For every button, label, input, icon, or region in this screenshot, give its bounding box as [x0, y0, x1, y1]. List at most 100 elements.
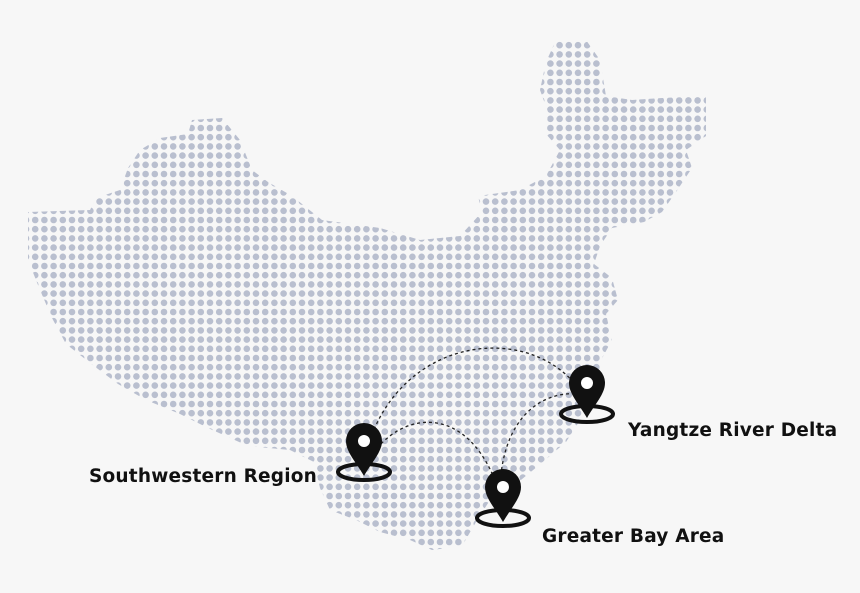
- map-dot: [335, 483, 343, 491]
- map-dot: [87, 152, 94, 159]
- map-dot: [372, 547, 379, 550]
- map-dot: [28, 391, 30, 399]
- map-dot: [657, 345, 665, 353]
- map-dot: [271, 216, 278, 224]
- map-dot: [28, 317, 30, 325]
- map-dot: [363, 33, 370, 40]
- map-dot: [455, 262, 462, 270]
- map-dot: [556, 308, 563, 316]
- map-dot: [436, 520, 444, 527]
- map-dot: [519, 170, 527, 178]
- map-dot: [363, 170, 370, 178]
- map-dot: [639, 299, 646, 307]
- map-dot: [151, 336, 159, 343]
- map-dot: [179, 170, 186, 178]
- map-dot: [390, 161, 398, 169]
- map-dot: [77, 60, 85, 67]
- map-dot: [473, 290, 481, 297]
- map-dot: [234, 520, 241, 527]
- map-dot: [666, 400, 674, 408]
- map-dot: [666, 207, 674, 215]
- map-dot: [87, 60, 94, 67]
- map-dot: [639, 400, 646, 408]
- map-dot: [123, 133, 131, 141]
- map-dot: [307, 198, 315, 205]
- map-dot: [169, 382, 177, 389]
- map-dot: [501, 547, 508, 550]
- map-dot: [519, 51, 527, 58]
- location-pin-greater-bay[interactable]: [475, 469, 531, 528]
- map-dot: [215, 244, 223, 251]
- map-dot: [629, 78, 637, 86]
- map-dot: [68, 345, 76, 353]
- map-dot: [620, 336, 628, 343]
- map-dot: [574, 271, 582, 279]
- map-dot: [464, 317, 471, 325]
- map-dot: [501, 400, 508, 408]
- location-pin-yangtze[interactable]: [559, 365, 615, 424]
- map-dot: [436, 51, 444, 58]
- map-dot: [418, 115, 425, 123]
- map-dot: [648, 290, 655, 297]
- map-dot: [271, 520, 278, 527]
- map-dot: [326, 170, 333, 178]
- map-dot: [501, 382, 508, 389]
- map-dot: [307, 547, 315, 550]
- map-dot: [298, 51, 306, 58]
- map-dot: [225, 538, 232, 546]
- map-dot: [105, 244, 113, 251]
- map-dot: [68, 382, 76, 389]
- map-dot: [657, 235, 665, 242]
- map-dot: [114, 354, 122, 362]
- map-dot: [280, 253, 287, 261]
- map-dot: [169, 207, 177, 215]
- map-dot: [188, 428, 195, 435]
- map-dot: [188, 299, 195, 307]
- map-dot: [160, 115, 168, 123]
- map-dot: [629, 290, 637, 297]
- map-dot: [445, 60, 453, 67]
- map-dot: [537, 161, 545, 169]
- map-dot: [390, 244, 398, 251]
- map-dot: [50, 244, 57, 251]
- map-dot: [105, 520, 113, 527]
- map-dot: [289, 446, 297, 454]
- map-dot: [694, 189, 701, 196]
- map-dot: [418, 33, 425, 40]
- map-dot: [381, 363, 389, 371]
- map-dot: [96, 198, 103, 205]
- map-dot: [445, 244, 453, 251]
- map-dot: [556, 225, 563, 233]
- map-dot: [179, 115, 186, 123]
- map-dot: [234, 253, 241, 261]
- map-dot: [188, 290, 195, 297]
- map-dot: [261, 336, 269, 343]
- map-dot: [694, 69, 701, 77]
- map-dot: [261, 492, 269, 500]
- map-dot: [335, 317, 343, 325]
- map-dot: [307, 152, 315, 159]
- map-dot: [353, 529, 361, 537]
- map-dot: [169, 161, 177, 169]
- map-dot: [105, 455, 113, 463]
- map-dot: [418, 391, 425, 399]
- map-dot: [427, 428, 435, 435]
- map-dot: [151, 428, 159, 435]
- map-dot: [473, 483, 481, 491]
- map-dot: [574, 69, 582, 77]
- map-dot: [298, 373, 306, 380]
- map-dot: [629, 281, 637, 288]
- map-dot: [28, 474, 30, 481]
- map-dot: [50, 87, 57, 95]
- map-dot: [629, 409, 637, 417]
- location-pin-southwestern[interactable]: [336, 423, 392, 482]
- map-dot: [160, 253, 168, 261]
- map-dot: [298, 106, 306, 113]
- map-dot: [353, 97, 361, 104]
- map-dot: [353, 41, 361, 49]
- map-dot: [381, 253, 389, 261]
- map-dot: [215, 281, 223, 288]
- map-dot: [510, 216, 517, 224]
- map-dot: [289, 400, 297, 408]
- map-dot: [77, 547, 85, 550]
